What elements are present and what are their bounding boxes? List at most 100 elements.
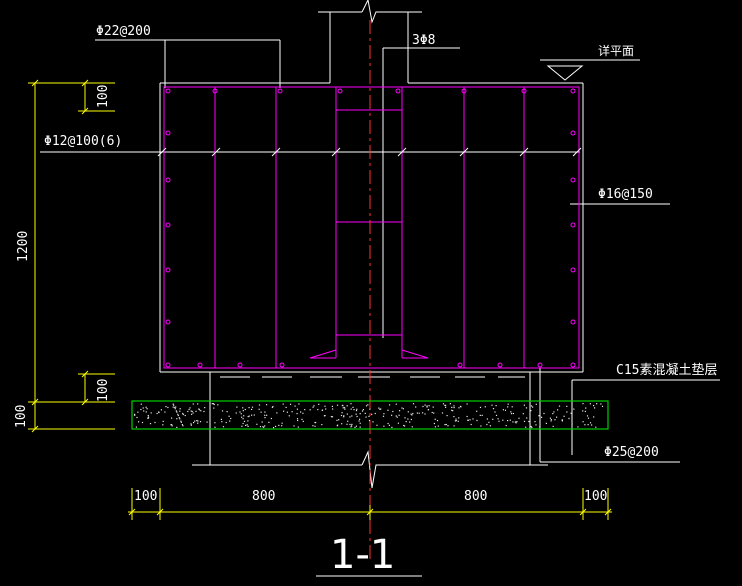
bedding-speckle bbox=[214, 422, 216, 424]
bedding-speckle bbox=[507, 403, 509, 405]
bedding-speckle bbox=[479, 414, 481, 416]
bedding-speckle bbox=[594, 407, 596, 409]
bedding-speckle bbox=[294, 405, 296, 407]
bedding-speckle bbox=[138, 421, 140, 423]
bedding-speckle bbox=[535, 424, 537, 426]
bedding-speckle bbox=[197, 420, 199, 422]
dim-horizontal-right-half: 800 bbox=[464, 489, 487, 504]
bedding-speckle bbox=[160, 409, 162, 411]
bedding-speckle bbox=[451, 409, 453, 411]
bedding-speckle bbox=[586, 415, 589, 417]
bedding-speckle bbox=[342, 405, 344, 407]
bedding-speckle bbox=[486, 423, 488, 426]
bedding-speckle bbox=[206, 421, 208, 423]
bedding-speckle bbox=[271, 406, 273, 408]
bedding-speckle bbox=[343, 415, 345, 417]
bedding-speckle bbox=[601, 405, 604, 407]
bedding-speckle bbox=[158, 411, 160, 413]
bedding-speckle bbox=[445, 423, 447, 426]
bedding-speckle bbox=[197, 422, 199, 424]
bedding-speckle bbox=[135, 426, 137, 428]
bedding-speckle bbox=[412, 403, 415, 405]
stirrups-label: 3Φ8 bbox=[412, 33, 435, 48]
bedding-speckle bbox=[353, 409, 355, 411]
bedding-speckle bbox=[272, 406, 274, 408]
bedding-speckle bbox=[433, 422, 435, 425]
bedding-speckle bbox=[296, 408, 298, 410]
bedding-speckle bbox=[563, 415, 565, 417]
bedding-speckle bbox=[396, 416, 398, 418]
bedding-speckle bbox=[531, 426, 533, 429]
bedding-speckle bbox=[558, 405, 561, 407]
bedding-speckle bbox=[449, 403, 451, 405]
bedding-speckle bbox=[418, 412, 420, 414]
bedding-speckle bbox=[191, 410, 193, 412]
bedding-speckle bbox=[582, 410, 584, 412]
bedding-speckle bbox=[397, 422, 399, 424]
bedding-speckle bbox=[372, 421, 374, 423]
bedding-speckle bbox=[302, 420, 304, 422]
bedding-speckle bbox=[380, 408, 382, 410]
bedding-speckle bbox=[368, 415, 370, 417]
bedding-speckle bbox=[445, 406, 447, 408]
bedding-speckle bbox=[365, 416, 367, 418]
bedding-speckle bbox=[359, 413, 361, 415]
bedding-speckle bbox=[472, 418, 474, 420]
bedding-speckle bbox=[253, 414, 255, 416]
bedding-speckle bbox=[504, 409, 507, 411]
bedding-speckle bbox=[349, 416, 351, 418]
bedding-speckle bbox=[244, 408, 246, 411]
bedding-speckle bbox=[489, 425, 491, 427]
bedding-speckle bbox=[247, 416, 249, 418]
bedding-speckle bbox=[194, 420, 196, 422]
bedding-speckle bbox=[509, 419, 511, 421]
bedding-speckle bbox=[236, 406, 238, 408]
bedding-speckle bbox=[336, 404, 339, 406]
bedding-speckle bbox=[389, 404, 391, 406]
dim-vertical-height: 1200 bbox=[16, 231, 31, 262]
bedding-speckle bbox=[341, 412, 343, 414]
bedding-speckle bbox=[181, 424, 183, 426]
bedding-speckle bbox=[343, 416, 345, 418]
bedding-speckle bbox=[405, 421, 407, 423]
bedding-speckle bbox=[424, 404, 426, 406]
bedding-speckle bbox=[171, 424, 173, 426]
bedding-speckle bbox=[492, 408, 495, 410]
bedding-speckle bbox=[180, 420, 182, 422]
bedding-speckle bbox=[313, 405, 315, 407]
bedding-speckle bbox=[488, 421, 490, 423]
bedding-speckle bbox=[198, 408, 200, 410]
bedding-speckle bbox=[401, 407, 403, 409]
dim-vertical-bottom-cover: 100 bbox=[96, 379, 111, 402]
bedding-speckle bbox=[523, 404, 525, 406]
dim-vertical-bedding: 100 bbox=[14, 405, 29, 428]
tie-ticks bbox=[157, 147, 582, 157]
bedding-speckle bbox=[213, 403, 215, 406]
bedding-speckle bbox=[147, 417, 149, 419]
bedding-speckle bbox=[192, 412, 194, 414]
bedding-speckle bbox=[539, 426, 541, 428]
bedding-speckle bbox=[176, 411, 178, 413]
bedding-speckle bbox=[220, 418, 222, 420]
bedding-speckle bbox=[505, 425, 507, 427]
bedding-speckle bbox=[172, 403, 174, 405]
bedding-speckle bbox=[247, 425, 249, 427]
bedding-speckle bbox=[447, 425, 449, 427]
bedding-speckle bbox=[458, 417, 460, 419]
bedding-speckle bbox=[291, 411, 293, 413]
bedding-speckle bbox=[422, 412, 424, 414]
bedding-speckle bbox=[204, 407, 206, 409]
bedding-speckle bbox=[378, 407, 380, 409]
bedding-speckle bbox=[296, 418, 299, 420]
bedding-speckle bbox=[247, 420, 249, 422]
dim-horizontal-right-cover: 100 bbox=[584, 489, 607, 504]
bedding-speckle bbox=[404, 417, 406, 419]
bedding-speckle bbox=[526, 417, 528, 419]
bedding-speckle bbox=[492, 418, 494, 420]
bedding-speckle bbox=[349, 423, 351, 426]
bedding-speckle bbox=[359, 426, 361, 428]
bedding-speckle bbox=[297, 419, 299, 422]
bedding-speckle bbox=[245, 424, 247, 426]
bedding-speckle bbox=[510, 411, 512, 413]
bedding-speckle bbox=[164, 411, 166, 413]
